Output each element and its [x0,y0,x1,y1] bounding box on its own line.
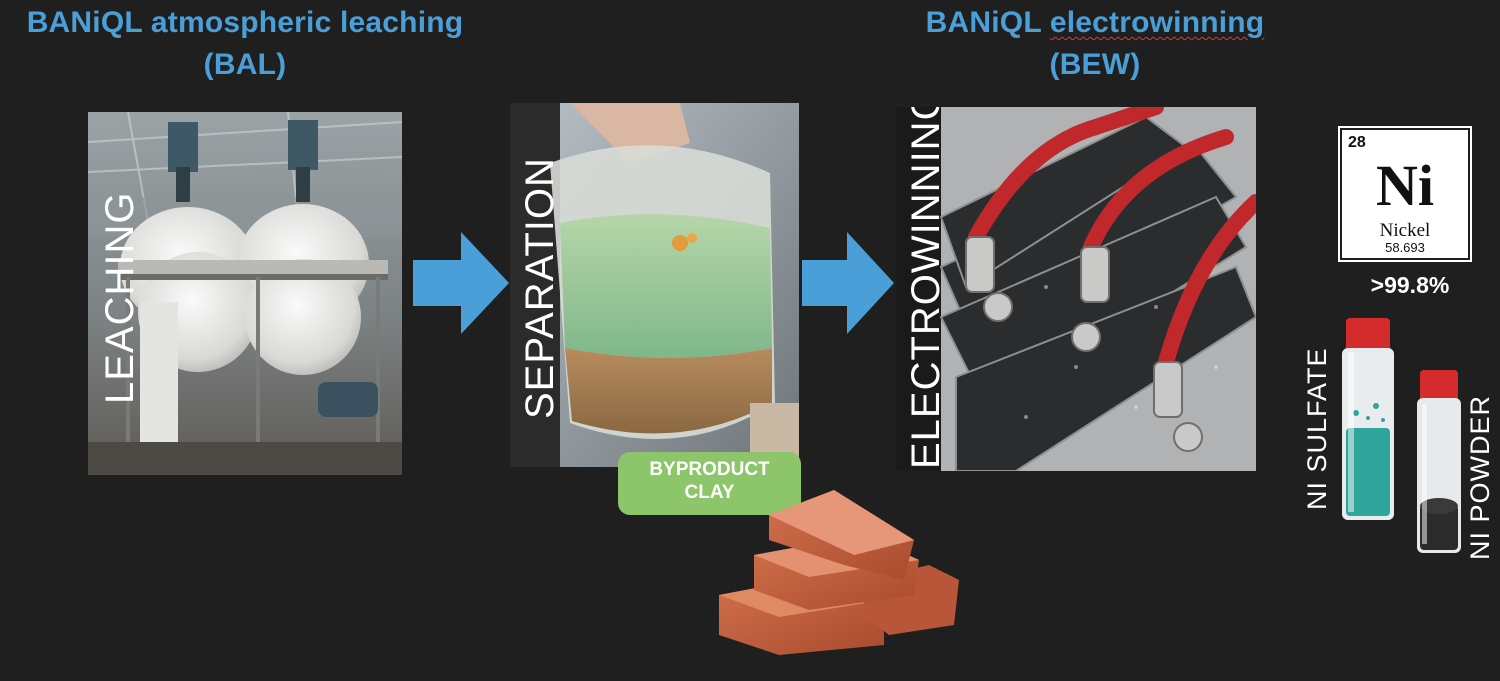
nickel-powder-vial [1417,370,1461,553]
electrowinning-photo: ELECTROWINNING [896,107,1256,471]
separation-jar-image [510,103,799,467]
atomic-mass: 58.693 [1385,240,1425,255]
separation-label: SEPARATION [518,157,562,419]
purity-value: >99.8% [1370,272,1450,298]
clay-label: CLAY [684,482,735,503]
leaching-label: LEACHING [98,191,142,405]
byproduct-label: BYPRODUCT [649,459,770,480]
element-name: Nickel [1379,220,1431,241]
atomic-number: 28 [1348,134,1366,151]
clay-bricks-image [719,490,959,655]
arrow-right-icon-2 [802,232,894,334]
nickel-sulfate-vial [1342,318,1394,520]
electrowinning-label: ELECTROWINNING [904,107,948,469]
bal-title-line1: BANiQL atmospheric leaching [26,6,464,39]
separation-photo: SEPARATION [510,103,799,467]
bew-title-line2: (BEW) [1049,48,1141,81]
ni-powder-label: NI POWDER [1465,394,1495,560]
byproduct-clay-badge: BYPRODUCT CLAY [618,452,801,515]
leaching-photo: LEACHING [88,112,402,475]
ni-sulfate-label: NI SULFATE [1302,347,1332,510]
nickel-element-tile: 28 Ni Nickel 58.693 [1338,126,1472,262]
bew-title: BANiQL electrowinning (BEW) [880,2,1310,86]
electrowinning-cells-image [896,107,1256,471]
bal-title-line2: (BAL) [203,48,287,81]
bew-title-prefix: BANiQL [925,6,1050,39]
arrow-right-icon [413,232,509,334]
element-symbol: Ni [1376,153,1434,218]
bew-title-word: electrowinning [1049,6,1265,39]
bew-title-line1: BANiQL electrowinning [880,2,1310,44]
bal-title: BANiQL atmospheric leaching (BAL) [0,2,490,86]
leaching-reactors-image [88,112,402,475]
